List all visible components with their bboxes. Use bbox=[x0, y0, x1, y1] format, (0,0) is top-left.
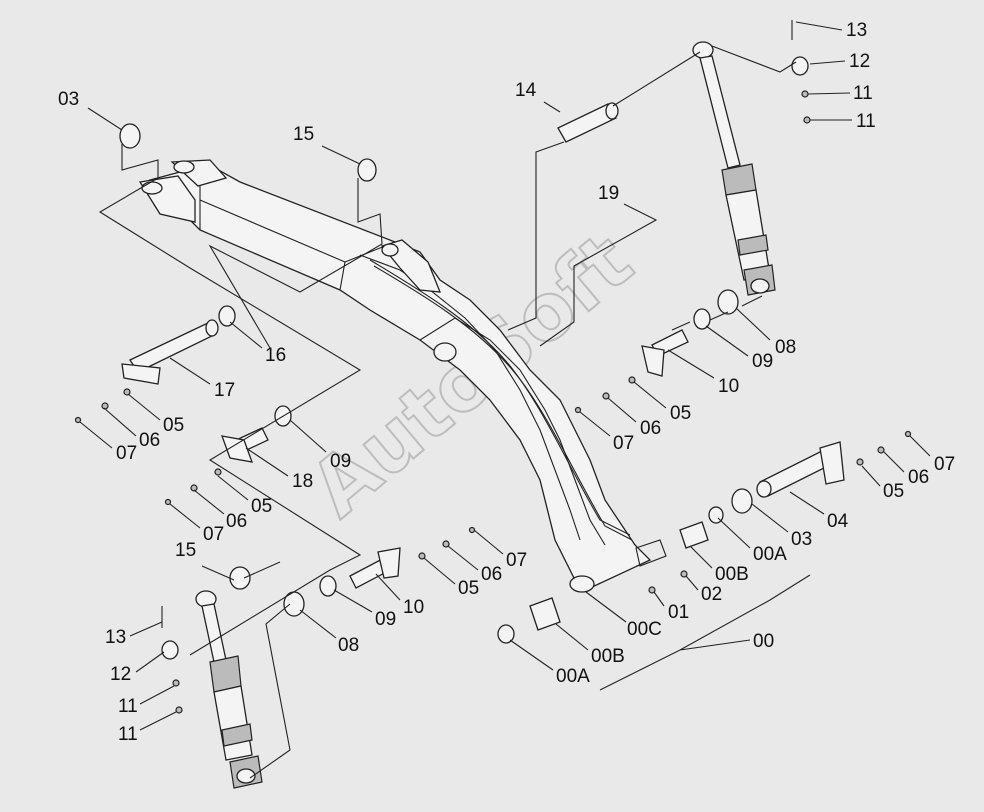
washer-09-lower bbox=[319, 575, 337, 597]
callout-labels: 0315141913121111161705060708091005060709… bbox=[58, 20, 955, 745]
boom-cylinder-lower bbox=[195, 590, 263, 789]
cap-12-lower bbox=[161, 606, 179, 660]
ring-00A-left bbox=[497, 624, 515, 644]
boom-cylinder-upper bbox=[692, 41, 776, 296]
callout-label-l00Ab: 00A bbox=[556, 666, 590, 687]
callout-label-l00: 00 bbox=[753, 631, 774, 652]
callout-label-l00C: 00C bbox=[627, 619, 662, 640]
callout-label-l07d: 07 bbox=[934, 454, 955, 475]
washer-03-top bbox=[119, 123, 141, 149]
callout-label-l10b: 10 bbox=[403, 597, 424, 618]
callout-label-l06a: 06 bbox=[139, 430, 160, 451]
washer-09-upper bbox=[693, 308, 711, 330]
callout-label-l13b: 13 bbox=[105, 627, 126, 648]
bush-00B-left bbox=[529, 597, 561, 631]
callout-label-l07a: 07 bbox=[116, 443, 137, 464]
leader-lines bbox=[79, 21, 931, 779]
callout-label-l07e: 07 bbox=[506, 550, 527, 571]
hardware-bolts-nuts bbox=[74, 90, 912, 714]
pin-17 bbox=[121, 319, 219, 385]
callout-label-l05d: 05 bbox=[883, 481, 904, 502]
cap-12-upper bbox=[791, 20, 809, 76]
callout-label-l03a: 03 bbox=[58, 89, 79, 110]
pin-04 bbox=[756, 441, 845, 498]
callout-label-l09c: 09 bbox=[375, 609, 396, 630]
washer-15-top bbox=[357, 158, 377, 182]
boom-body bbox=[138, 159, 667, 593]
callout-label-l15a: 15 bbox=[293, 124, 314, 145]
callout-label-l06b: 06 bbox=[640, 418, 661, 439]
callout-label-l06c: 06 bbox=[226, 511, 247, 532]
callout-label-l05c: 05 bbox=[251, 496, 272, 517]
pin-14 bbox=[557, 103, 617, 143]
callout-label-l12a: 12 bbox=[849, 51, 870, 72]
bush-00B-right bbox=[679, 521, 709, 549]
callout-label-l08b: 08 bbox=[338, 635, 359, 656]
callout-label-l06d: 06 bbox=[908, 467, 929, 488]
callout-label-l02: 02 bbox=[701, 584, 722, 605]
callout-label-l05e: 05 bbox=[458, 578, 479, 599]
callout-label-l11a: 11 bbox=[853, 83, 873, 104]
washer-15-lower bbox=[229, 566, 251, 590]
callout-label-l00Bb: 00B bbox=[591, 646, 625, 667]
callout-label-l09b: 09 bbox=[330, 451, 351, 472]
callout-label-l11b: 11 bbox=[856, 111, 876, 132]
callout-label-l01: 01 bbox=[668, 602, 689, 623]
callout-label-l18: 18 bbox=[292, 471, 313, 492]
callout-label-l00Ba: 00B bbox=[715, 564, 749, 585]
callout-label-l13a: 13 bbox=[846, 20, 867, 41]
callout-label-l15b: 15 bbox=[175, 540, 196, 561]
callout-label-l16: 16 bbox=[265, 345, 286, 366]
callout-label-l07c: 07 bbox=[203, 524, 224, 545]
callout-label-l11c: 11 bbox=[118, 696, 138, 717]
callout-label-l14: 14 bbox=[515, 80, 537, 101]
callout-label-l06e: 06 bbox=[481, 564, 502, 585]
callout-label-l17: 17 bbox=[214, 380, 235, 401]
callout-label-l12b: 12 bbox=[110, 664, 131, 685]
callout-label-l00Aa: 00A bbox=[753, 544, 787, 565]
pin-18 bbox=[221, 427, 269, 463]
pin-10-lower bbox=[349, 547, 401, 589]
washer-03-right bbox=[731, 488, 753, 514]
callout-label-l05a: 05 bbox=[163, 415, 184, 436]
callout-label-l10a: 10 bbox=[718, 376, 739, 397]
callout-label-l04: 04 bbox=[827, 511, 849, 532]
washer-16 bbox=[218, 305, 236, 327]
callout-label-l11d: 11 bbox=[118, 724, 138, 745]
pin-10-upper bbox=[641, 329, 689, 377]
callout-label-l03b: 03 bbox=[791, 529, 812, 550]
callout-label-l07b: 07 bbox=[613, 433, 634, 454]
callout-label-l08a: 08 bbox=[775, 337, 796, 358]
callout-label-l05b: 05 bbox=[670, 403, 691, 424]
callout-label-l19: 19 bbox=[598, 183, 619, 204]
pin-14-end bbox=[605, 102, 619, 120]
washer-08-upper bbox=[717, 289, 739, 315]
callout-label-l09a: 09 bbox=[752, 351, 773, 372]
